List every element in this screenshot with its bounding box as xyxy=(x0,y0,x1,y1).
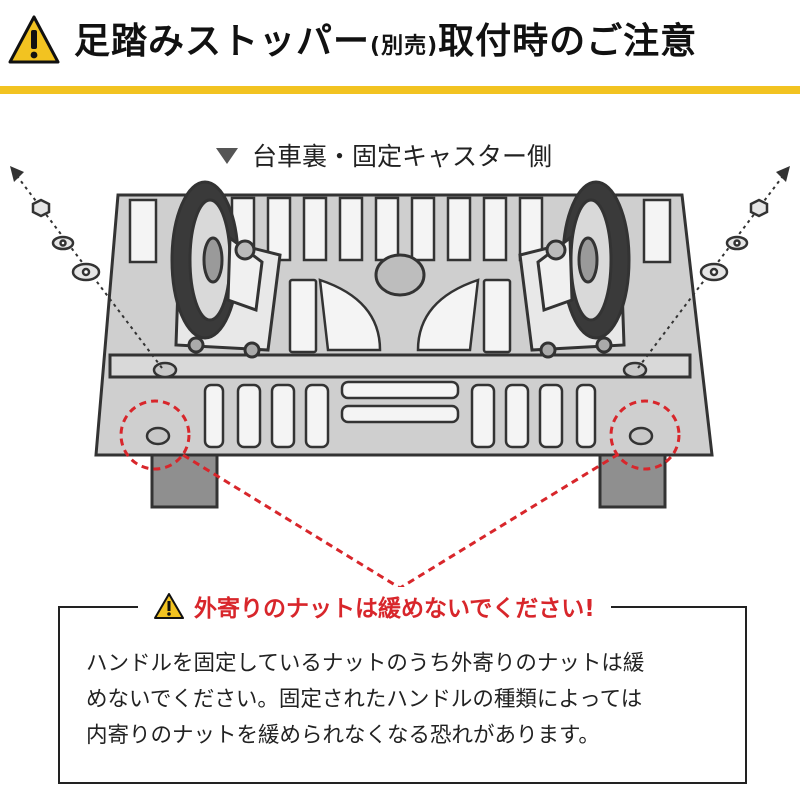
title-main: 足踏みストッパー xyxy=(74,21,371,62)
caption-text: 台車裏・固定キャスター側 xyxy=(252,142,553,171)
handle-bolts xyxy=(145,361,654,446)
notice-line-2: めないでください。固定されたハンドルの種類によっては xyxy=(86,687,643,712)
notice-heading-text: 外寄りのナットは緩めないでください! xyxy=(194,596,595,622)
center-hub xyxy=(374,253,426,297)
front-beam xyxy=(108,353,692,379)
title-paren: (別売) xyxy=(370,34,439,59)
right-exploded-hardware xyxy=(637,166,790,369)
illustration-caption: 台車裏・固定キャスター側 xyxy=(216,137,552,173)
cart-underside-illustration xyxy=(10,166,790,590)
title-tail: 取付時のご注意 xyxy=(438,21,698,62)
warning-triangle-icon xyxy=(8,15,60,64)
triangle-down-icon xyxy=(216,148,238,164)
header-divider xyxy=(0,86,800,94)
left-exploded-hardware xyxy=(10,166,163,369)
deck-grid-front xyxy=(203,380,597,449)
notice-line-1: ハンドルを固定しているナットのうち外寄りのナットは緩 xyxy=(86,651,645,676)
notice-line-3: 内寄りのナットを緩められなくなる恐れがあります。 xyxy=(86,723,600,748)
notice-heading: 外寄りのナットは緩めないでください! xyxy=(138,587,611,625)
left-caster xyxy=(170,180,282,359)
warning-icon xyxy=(154,593,184,619)
page-title: 足踏みストッパー(別売)取付時のご注意 xyxy=(74,12,697,64)
header: 足踏みストッパー(別売)取付時のご注意 xyxy=(0,0,800,94)
right-caster xyxy=(518,180,631,359)
notice-body: ハンドルを固定しているナットのうち外寄りのナットは緩 めないでください。固定され… xyxy=(86,646,726,754)
